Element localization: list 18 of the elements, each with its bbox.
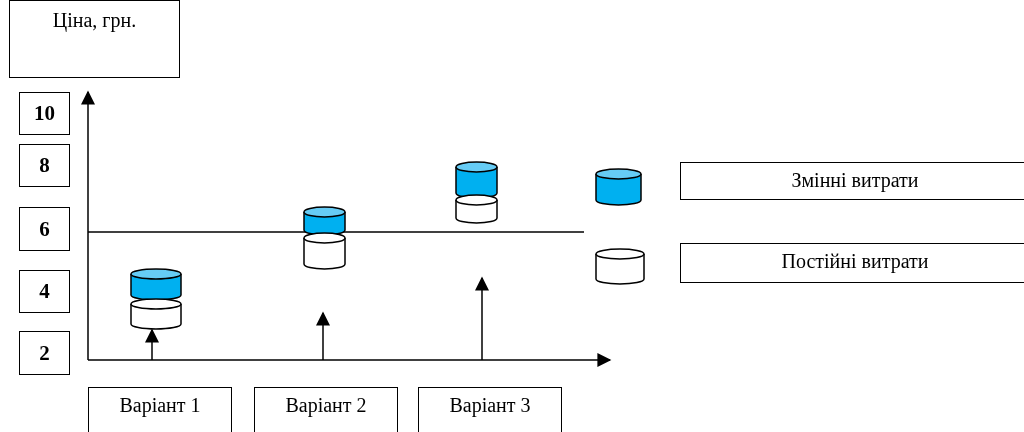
scale-value-box: 4: [19, 270, 70, 313]
scale-value-box: 2: [19, 331, 70, 375]
legend-label: Змінні витрати: [680, 162, 1024, 200]
axis-title-box: Ціна, грн.: [9, 0, 180, 78]
variant-box: Варіант 2: [254, 387, 398, 432]
variant-box: Варіант 1: [88, 387, 232, 432]
legend-label: Постійні витрати: [680, 243, 1024, 283]
cost-cylinder: [130, 268, 182, 301]
cost-cylinder: [455, 194, 498, 224]
variant-box: Варіант 3: [418, 387, 562, 432]
cost-cylinder: [130, 298, 182, 330]
cost-cylinder: [455, 161, 498, 199]
cost-cylinder: [303, 206, 346, 236]
scale-value-box: 8: [19, 144, 70, 187]
cost-cylinder: [303, 232, 346, 270]
scale-value-box: 10: [19, 92, 70, 135]
scale-value-box: 6: [19, 207, 70, 251]
arrow: [145, 328, 159, 361]
